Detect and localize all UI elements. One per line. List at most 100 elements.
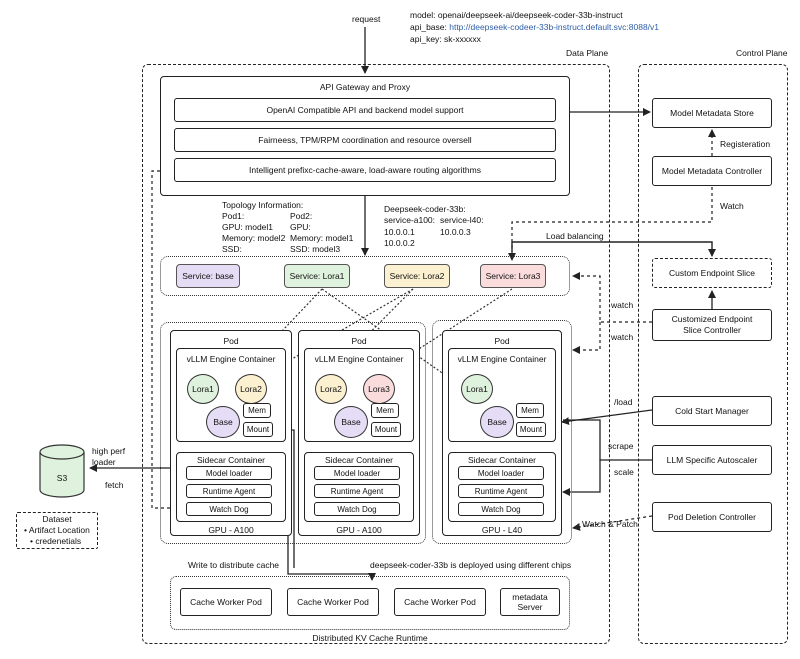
model-line: model: openai/deepseek-ai/deepseek-coder… bbox=[410, 10, 623, 20]
pod-2-adapter-lora3[interactable]: Lora3 bbox=[363, 374, 395, 404]
pod-1-mount[interactable]: Mount bbox=[243, 422, 273, 437]
topology-col2-1: GPU: bbox=[290, 222, 311, 232]
pod-2-sidecar-label: Sidecar Container bbox=[324, 455, 394, 465]
services-info-col1-2: 10.0.0.2 bbox=[384, 238, 415, 248]
write-cache-label: Write to distribute cache bbox=[188, 560, 280, 570]
llm-autoscaler[interactable]: LLM Specific Autoscaler bbox=[652, 445, 772, 475]
watch-patch-label: Watch & Patch bbox=[582, 519, 638, 529]
watch-label-a: watch bbox=[611, 300, 634, 310]
pod-2-engine-label: vLLM Engine Container bbox=[314, 354, 404, 364]
pod-2-watch-dog[interactable]: Watch Dog bbox=[314, 502, 400, 516]
data-plane-region bbox=[142, 64, 610, 644]
pod-1-adapter-lora2[interactable]: Lora2 bbox=[235, 374, 267, 404]
services-info-col1-0: service-a100: bbox=[384, 215, 436, 225]
gateway-title: API Gateway and Proxy bbox=[319, 82, 411, 92]
services-info-col2-1: 10.0.0.3 bbox=[440, 227, 471, 237]
cold-start-manager[interactable]: Cold Start Manager bbox=[652, 396, 772, 426]
pod-3-adapter-lora1[interactable]: Lora1 bbox=[461, 374, 493, 404]
kv-cache-runtime-label: Distributed KV Cache Runtime bbox=[312, 633, 428, 643]
watch-label-b: watch bbox=[611, 332, 634, 342]
gateway-fairness[interactable]: Fairneess, TPM/RPM coordination and reso… bbox=[174, 128, 556, 152]
api-base-url[interactable]: http://deepseek-codeer-33b-instruct.defa… bbox=[449, 22, 660, 32]
api-key-line: api_key: sk-xxxxxx bbox=[410, 34, 481, 44]
api-base-line: api_base: http://deepseek-codeer-33b-ins… bbox=[410, 22, 660, 32]
pod-1-adapter-lora1[interactable]: Lora1 bbox=[187, 374, 219, 404]
pod-1-sidecar-label: Sidecar Container bbox=[196, 455, 266, 465]
dataset-title: Dataset bbox=[42, 514, 72, 524]
cache-worker-pod-2[interactable]: Cache Worker Pod bbox=[287, 588, 379, 616]
s3-loader-line-2: loader bbox=[92, 457, 116, 467]
dataset-box bbox=[16, 512, 98, 549]
pod-3-model-loader[interactable]: Model loader bbox=[458, 466, 544, 480]
pod-1-gpu: GPU - A100 bbox=[208, 525, 254, 535]
pod-1-title: Pod bbox=[223, 336, 239, 346]
pod-3-sidecar-label: Sidecar Container bbox=[467, 455, 537, 465]
pod-3-base-model[interactable]: Base bbox=[480, 406, 514, 438]
scale-label: scale bbox=[614, 467, 634, 477]
topology-col1-1: GPU: model1 bbox=[222, 222, 274, 232]
topology-col2-2: Memory: model1 bbox=[290, 233, 354, 243]
topology-col1-0: Pod1: bbox=[222, 211, 245, 221]
cache-worker-pod-1[interactable]: Cache Worker Pod bbox=[180, 588, 272, 616]
pod-3-engine-label: vLLM Engine Container bbox=[457, 354, 547, 364]
l40-pods-region bbox=[432, 320, 572, 544]
pod-1-watch-dog[interactable]: Watch Dog bbox=[186, 502, 272, 516]
scrape-label: scrape bbox=[608, 441, 634, 451]
pod-1-runtime-agent[interactable]: Runtime Agent bbox=[186, 484, 272, 498]
s3-label: S3 bbox=[56, 473, 68, 483]
a100-pods-region bbox=[160, 322, 426, 544]
watch-label: Watch bbox=[720, 201, 744, 211]
data-plane-label: Data Plane bbox=[566, 48, 609, 58]
gateway-openai-api[interactable]: OpenAI Compatible API and backend model … bbox=[174, 98, 556, 122]
pod-3-runtime-agent[interactable]: Runtime Agent bbox=[458, 484, 544, 498]
service-lora2[interactable]: Service: Lora2 bbox=[384, 264, 450, 288]
pod-1-base-model[interactable]: Base bbox=[206, 406, 240, 438]
service-base[interactable]: Service: base bbox=[176, 264, 240, 288]
pod-2-mount[interactable]: Mount bbox=[371, 422, 401, 437]
pod-2-mem[interactable]: Mem bbox=[371, 403, 399, 418]
services-region bbox=[160, 256, 570, 296]
pod-2-adapter-lora2[interactable]: Lora2 bbox=[315, 374, 347, 404]
pod-deletion-controller[interactable]: Pod Deletion Controller bbox=[652, 502, 772, 532]
pod-2-title: Pod bbox=[351, 336, 367, 346]
model-metadata-store[interactable]: Model Metadata Store bbox=[652, 98, 772, 128]
pod-3-mem[interactable]: Mem bbox=[516, 403, 544, 418]
pod-2-model-loader[interactable]: Model loader bbox=[314, 466, 400, 480]
topology-col2-0: Pod2: bbox=[290, 211, 313, 221]
topology-col1-3: SSD: bbox=[222, 244, 242, 254]
service-lora3[interactable]: Service: Lora3 bbox=[480, 264, 546, 288]
pod-2-base-model[interactable]: Base bbox=[334, 406, 368, 438]
pod-3-watch-dog[interactable]: Watch Dog bbox=[458, 502, 544, 516]
topology-title: Topology Information: bbox=[222, 200, 304, 210]
dataset-item-1: • credenetials bbox=[30, 536, 82, 546]
cache-worker-pod-3[interactable]: Cache Worker Pod bbox=[394, 588, 486, 616]
gateway-routing[interactable]: Intelligent prefixc-cache-aware, load-aw… bbox=[174, 158, 556, 182]
topology-col2-3: SSD: model3 bbox=[290, 244, 341, 254]
kv-cache-region bbox=[170, 576, 570, 630]
pod-2-runtime-agent[interactable]: Runtime Agent bbox=[314, 484, 400, 498]
topology-col1-2: Memory: model2 bbox=[222, 233, 286, 243]
services-info-title: Deepseek-coder-33b: bbox=[384, 204, 466, 214]
pod-3-gpu: GPU - L40 bbox=[481, 525, 523, 535]
pod-2-gpu: GPU - A100 bbox=[336, 525, 382, 535]
s3-fetch-label: fetch bbox=[105, 480, 124, 490]
load-balancing-label: Load balancing bbox=[546, 231, 604, 241]
control-plane-region bbox=[638, 64, 788, 644]
pod-1-engine-label: vLLM Engine Container bbox=[186, 354, 276, 364]
service-lora1[interactable]: Service: Lora1 bbox=[284, 264, 350, 288]
chips-label: deepseek-coder-33b is deployed using dif… bbox=[370, 560, 572, 570]
registration-label: Registeration bbox=[720, 139, 771, 149]
request-label: request bbox=[352, 14, 381, 24]
pod-3-mount[interactable]: Mount bbox=[516, 422, 546, 437]
services-info-col2-0: service-l40: bbox=[440, 215, 484, 225]
load-label: /load bbox=[614, 397, 633, 407]
model-metadata-controller[interactable]: Model Metadata Controller bbox=[652, 156, 772, 186]
custom-endpoint-slice[interactable]: Custom Endpoint Slice bbox=[652, 258, 772, 288]
control-plane-label: Control Plane bbox=[736, 48, 788, 58]
pod-1-mem[interactable]: Mem bbox=[243, 403, 271, 418]
s3-loader-line-1: high perf bbox=[92, 446, 126, 456]
pod-1-model-loader[interactable]: Model loader bbox=[186, 466, 272, 480]
pod-3-title: Pod bbox=[494, 336, 510, 346]
